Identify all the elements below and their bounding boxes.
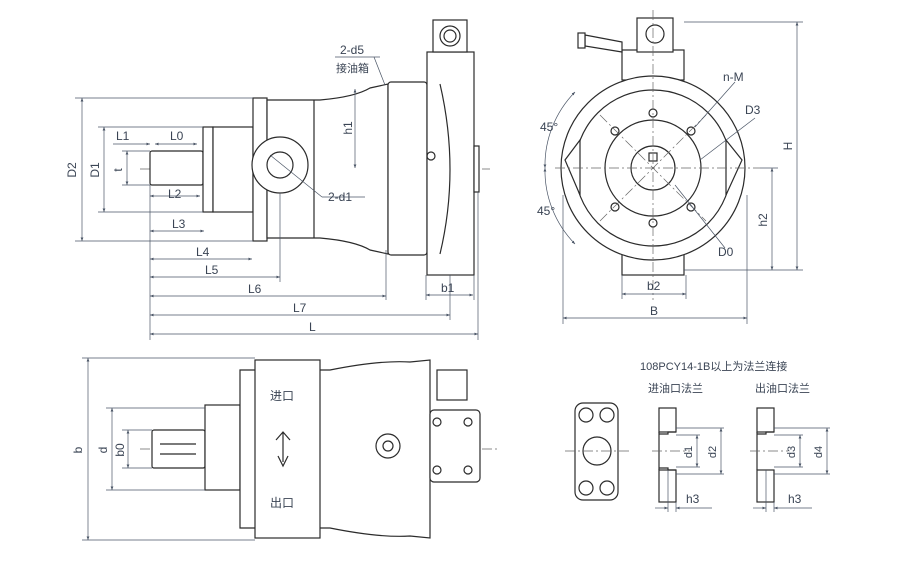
label-L2: L2	[168, 187, 182, 201]
label-inlet: 进口	[270, 389, 294, 403]
label-h1: h1	[341, 121, 355, 135]
top-port-block	[432, 19, 468, 53]
label-L1: L1	[116, 129, 130, 143]
label-oil-tank: 接油箱	[336, 61, 369, 75]
label-angle-bottom: 45°	[537, 204, 555, 218]
label-L6: L6	[248, 282, 262, 296]
label-L5: L5	[205, 263, 219, 277]
label-d3: d3	[786, 446, 798, 458]
shaft-pilot	[202, 126, 214, 213]
label-d2: d2	[707, 446, 719, 458]
outlet-flange-title: 出油口法兰	[755, 381, 810, 395]
flange-details: 108PCY14-1B以上为法兰连接 进油口法兰 出油口法兰 d1 d2 d3 …	[565, 359, 830, 512]
port-band	[254, 359, 321, 539]
side-view: D2 D1 t L1 L0 L2 L3 L4 L5 L6 L7 L h1 2-d…	[65, 19, 490, 340]
flanges-title: 108PCY14-1B以上为法兰连接	[640, 359, 787, 373]
label-D3: D3	[745, 103, 761, 117]
label-b: b	[71, 446, 85, 453]
port-boss	[251, 136, 309, 194]
top-view: b d b0 进口 出口	[71, 357, 500, 541]
label-D0: D0	[718, 245, 734, 259]
label-L7: L7	[293, 301, 307, 315]
label-t: t	[111, 168, 125, 172]
end-flange	[387, 81, 428, 256]
label-d4: d4	[813, 446, 825, 458]
flange-front	[574, 402, 619, 501]
label-2-d5: 2-d5	[340, 43, 364, 57]
label-n-M: n-M	[723, 70, 744, 84]
top-shaft	[151, 429, 206, 469]
label-h3-outlet: h3	[788, 492, 802, 506]
label-L3: L3	[172, 217, 186, 231]
label-D1: D1	[88, 162, 102, 178]
label-L0: L0	[170, 129, 184, 143]
label-2-d1: 2-d1	[328, 190, 352, 204]
label-B: B	[650, 304, 658, 318]
label-d: d	[96, 447, 110, 454]
inlet-flange-title: 进油口法兰	[648, 381, 703, 395]
label-angle-top: 45°	[540, 120, 558, 134]
shaft	[149, 150, 204, 186]
label-h2: h2	[756, 213, 770, 227]
end-view: n-M D3 45° 45° D0 b2 B H h2	[537, 10, 803, 324]
label-d1: d1	[683, 446, 695, 458]
label-b2: b2	[647, 279, 661, 293]
label-L: L	[309, 320, 316, 334]
flow-arrow-icon	[275, 431, 291, 468]
label-h3-inlet: h3	[686, 492, 700, 506]
label-L4: L4	[196, 245, 210, 259]
label-outlet: 出口	[270, 496, 294, 510]
label-H: H	[781, 142, 795, 151]
label-b1: b1	[441, 281, 455, 295]
label-b0: b0	[113, 443, 127, 457]
label-D2: D2	[65, 162, 79, 178]
